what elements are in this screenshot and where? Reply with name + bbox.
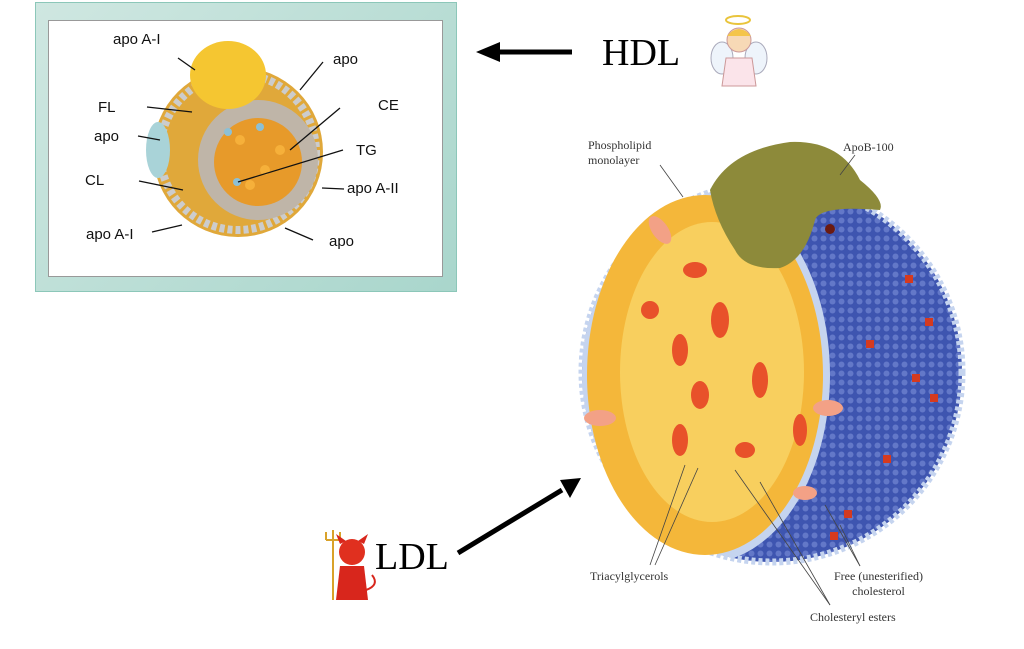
label-apob-100: ApoB-100	[843, 140, 894, 154]
apob-protein	[710, 141, 881, 269]
ldl-arrow	[456, 478, 581, 556]
label-cholesteryl-esters: Cholesteryl esters	[810, 610, 896, 624]
label-apo-bottom-right: apo	[329, 233, 355, 250]
devil-icon	[325, 530, 376, 600]
label-triacylglycerols: Triacylglycerols	[590, 569, 669, 583]
label-phospholipid-monolayer: Phospholipid monolayer	[588, 138, 651, 168]
label-cl: CL	[85, 172, 105, 189]
label-apo-top-right: apo	[333, 51, 359, 68]
label-apo-a2: apo A-II	[347, 180, 399, 197]
label-line: cholesterol	[852, 584, 905, 598]
label-free-cholesterol: Free (unesterified) cholesterol	[834, 569, 923, 599]
ldl-title: LDL	[375, 536, 449, 578]
label-ce: CE	[378, 97, 399, 114]
ldl-particle	[578, 141, 966, 606]
label-apo-a1-bottom: apo A-I	[86, 226, 134, 243]
label-line: monolayer	[588, 153, 640, 167]
hdl-title: HDL	[602, 32, 681, 74]
label-apo-left: apo	[94, 128, 120, 145]
label-tg: TG	[356, 142, 377, 159]
angel-icon	[710, 15, 768, 87]
hdl-arrow	[476, 42, 572, 62]
label-line: Free (unesterified)	[834, 569, 923, 583]
label-apo-a1-top: apo A-I	[113, 31, 161, 48]
label-fl: FL	[98, 99, 116, 116]
hdl-particle	[137, 41, 345, 241]
label-line: Phospholipid	[588, 138, 652, 152]
